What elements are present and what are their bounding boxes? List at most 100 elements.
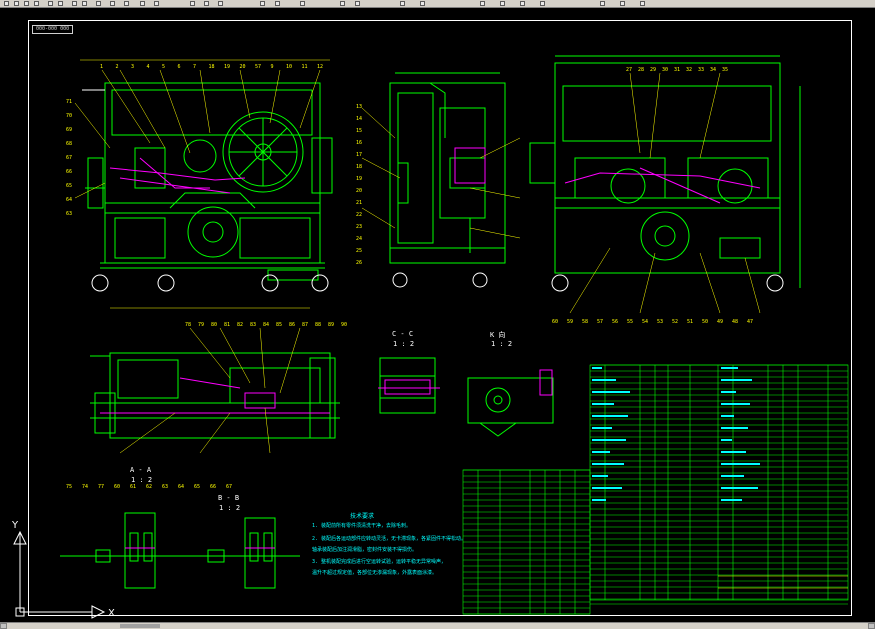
drawing-canvas[interactable]: 000-000 000 xyxy=(0,8,875,622)
part-balloon: 12 xyxy=(317,64,323,70)
toolbar-button[interactable] xyxy=(420,1,425,6)
section-aa-view xyxy=(60,512,180,589)
part-balloon: 83 xyxy=(250,322,256,328)
part-balloon: 19 xyxy=(356,176,362,182)
part-balloon: 79 xyxy=(198,322,204,328)
frame-tag: 000-000 000 xyxy=(32,25,74,34)
toolbar-button[interactable] xyxy=(72,1,77,6)
part-balloon: 88 xyxy=(315,322,321,328)
toolbar-button[interactable] xyxy=(355,1,360,6)
part-balloon: 85 xyxy=(276,322,282,328)
technical-note-line: 2. 装配后各运动部件应转动灵活，无卡滞现象，各紧固件不得松动。 xyxy=(312,536,467,542)
toolbar-button[interactable] xyxy=(154,1,159,6)
part-balloon: 87 xyxy=(302,322,308,328)
toolbar-button[interactable] xyxy=(620,1,625,6)
toolbar-button[interactable] xyxy=(480,1,485,6)
plan-view-section-lines xyxy=(564,167,761,204)
toolbar-button[interactable] xyxy=(4,1,9,6)
part-balloon: 16 xyxy=(356,140,362,146)
part-balloon: 17 xyxy=(356,152,362,158)
part-balloon: 5 xyxy=(162,64,165,70)
front-view-section-lines xyxy=(109,157,246,194)
part-balloon: 15 xyxy=(356,128,362,134)
toolbar-button[interactable] xyxy=(540,1,545,6)
part-balloon: 78 xyxy=(185,322,191,328)
part-balloon: 4 xyxy=(147,64,150,70)
toolbar-button[interactable] xyxy=(275,1,280,6)
toolbar-button[interactable] xyxy=(34,1,39,6)
toolbar-button[interactable] xyxy=(500,1,505,6)
toolbar-button[interactable] xyxy=(58,1,63,6)
toolbar-button[interactable] xyxy=(140,1,145,6)
technical-note-line: 3. 整机装配完成后进行空运转试验，运转平稳无异常噪声， xyxy=(312,559,447,565)
bottom-section-leaders xyxy=(119,327,301,454)
plan-view-leaders xyxy=(569,72,761,314)
toolbar-button[interactable] xyxy=(110,1,115,6)
part-balloon: 18 xyxy=(356,164,362,170)
part-balloon: 29 xyxy=(650,67,656,73)
toolbar-button[interactable] xyxy=(124,1,129,6)
technical-notes-title: 技术要求 xyxy=(350,513,375,520)
toolbar-button[interactable] xyxy=(82,1,87,6)
section-bb-title: B - B xyxy=(218,494,240,502)
part-balloon: 56 xyxy=(612,319,618,325)
section-aa-scale: 1 : 2 xyxy=(131,476,153,484)
toolbar-button[interactable] xyxy=(640,1,645,6)
part-balloon: 90 xyxy=(341,322,347,328)
toolbar-button[interactable] xyxy=(190,1,195,6)
part-balloon: 51 xyxy=(687,319,693,325)
front-view-casters xyxy=(82,89,329,292)
bottom-section-view xyxy=(90,352,340,439)
part-balloon: 71 xyxy=(66,99,72,105)
scroll-left-button[interactable] xyxy=(0,623,7,629)
scroll-thumb[interactable] xyxy=(120,624,160,628)
part-balloon: 20 xyxy=(356,188,362,194)
part-balloon: 89 xyxy=(328,322,334,328)
toolbar-button[interactable] xyxy=(400,1,405,6)
part-balloon: 31 xyxy=(674,67,680,73)
part-balloon: 25 xyxy=(356,248,362,254)
part-balloon: 67 xyxy=(66,155,72,161)
part-balloon: 24 xyxy=(356,236,362,242)
part-balloon: 74 xyxy=(82,484,88,490)
toolbar-button[interactable] xyxy=(14,1,19,6)
part-balloon: 23 xyxy=(356,224,362,230)
part-balloon: 6 xyxy=(178,64,181,70)
toolbar-button[interactable] xyxy=(300,1,305,6)
side-view-leaders xyxy=(361,107,521,239)
part-balloon: 32 xyxy=(686,67,692,73)
part-balloon: 48 xyxy=(732,319,738,325)
toolbar-button[interactable] xyxy=(340,1,345,6)
view-k-title: K 向 xyxy=(490,331,506,339)
ucs-y-label: Y xyxy=(12,520,19,531)
part-balloon: 70 xyxy=(66,113,72,119)
toolbar-button[interactable] xyxy=(600,1,605,6)
part-balloon: 58 xyxy=(582,319,588,325)
technical-note-line: 1. 装配前所有零件须清洗干净，去除毛刺。 xyxy=(312,523,412,529)
scroll-right-button[interactable] xyxy=(868,623,875,629)
part-balloon: 3 xyxy=(131,64,134,70)
plan-view-casters xyxy=(551,274,784,292)
side-view xyxy=(389,72,506,264)
toolbar-button[interactable] xyxy=(520,1,525,6)
part-balloon: 14 xyxy=(356,116,362,122)
toolbar-button[interactable] xyxy=(204,1,209,6)
part-balloon: 52 xyxy=(672,319,678,325)
front-view xyxy=(85,82,333,281)
toolbar-button[interactable] xyxy=(96,1,101,6)
view-k xyxy=(467,377,554,437)
part-balloon: 28 xyxy=(638,67,644,73)
ucs-x-label: X xyxy=(108,608,115,619)
toolbar-button[interactable] xyxy=(48,1,53,6)
toolbar-button[interactable] xyxy=(24,1,29,6)
part-balloon: 19 xyxy=(224,64,230,70)
horizontal-scrollbar[interactable] xyxy=(0,622,875,629)
part-balloon: 65 xyxy=(194,484,200,490)
part-balloon: 18 xyxy=(209,64,215,70)
toolbar-button[interactable] xyxy=(218,1,223,6)
part-balloon: 81 xyxy=(224,322,230,328)
toolbar-button[interactable] xyxy=(260,1,265,6)
part-balloon: 69 xyxy=(66,127,72,133)
part-balloon: 57 xyxy=(255,64,261,70)
